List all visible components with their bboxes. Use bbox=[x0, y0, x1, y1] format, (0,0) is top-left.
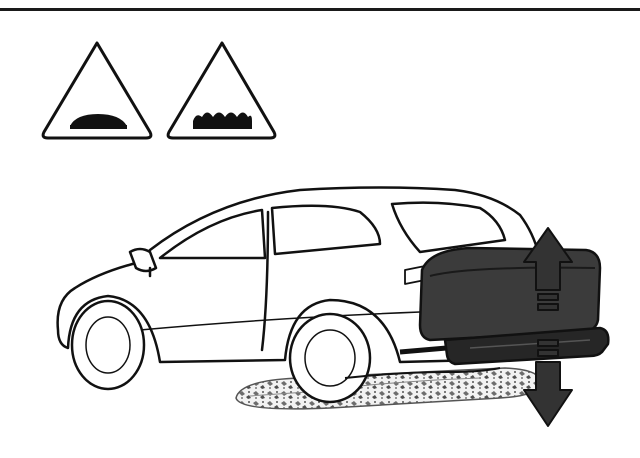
front-wheel bbox=[72, 301, 144, 389]
hitch-cargo-carrier bbox=[420, 248, 608, 364]
rear-wheel bbox=[290, 314, 370, 402]
speed-bump-sign bbox=[43, 43, 151, 138]
uneven-road-sign bbox=[168, 43, 275, 138]
